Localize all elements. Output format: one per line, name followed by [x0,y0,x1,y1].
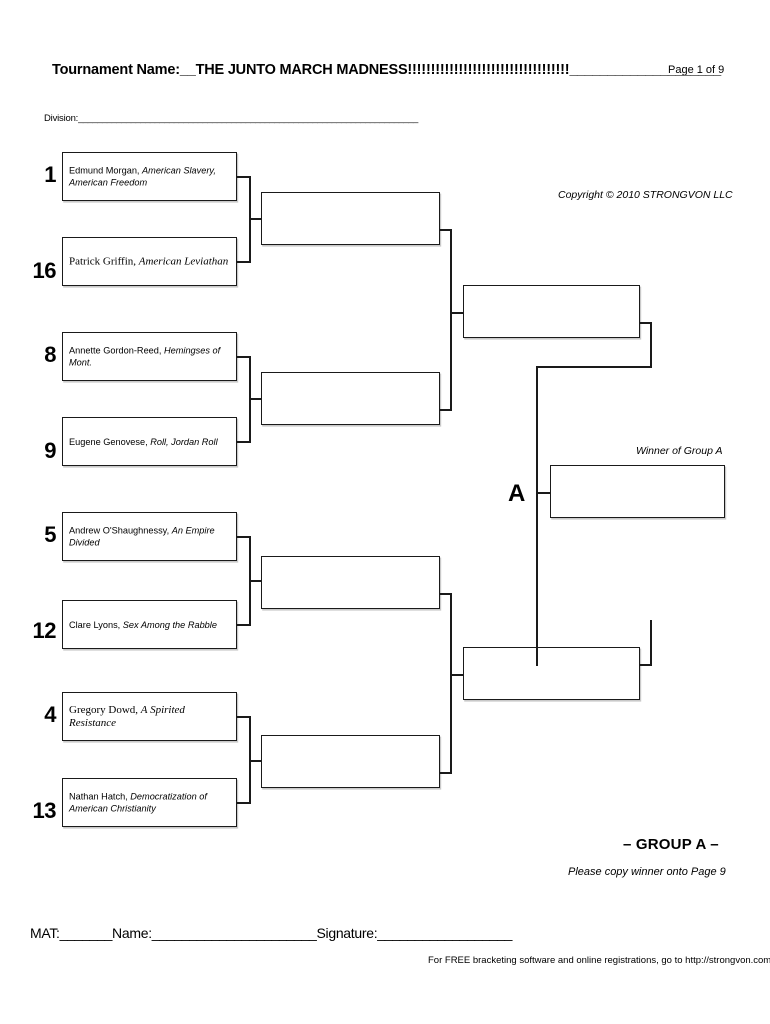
competitor-author: Patrick Griffin, [69,255,139,267]
connector-line [237,716,251,718]
competitor-entry: Edmund Morgan, American Slavery, America… [69,164,232,189]
mat-name-signature-line: MAT:_______Name:______________________Si… [30,925,513,941]
competitor-work: A Spirited Resistance [69,703,185,729]
copyright-notice: Copyright © 2010 STRONGVON LLC [558,189,733,201]
bracket-slot-round1[interactable]: Clare Lyons, Sex Among the Rabble [62,600,237,649]
seed-number: 8 [44,342,56,367]
bracket-slot-round1[interactable]: Annette Gordon-Reed, Hemingses of Mont. [62,332,237,381]
group-title: – GROUP A – [623,836,719,853]
connector-line [640,664,652,666]
competitor-entry: Patrick Griffin, American Leviathan [69,255,232,268]
tournament-name-value: __THE JUNTO MARCH MADNESS!!!!!!!!!!!!!!!… [179,62,570,78]
bracket-slot-round1[interactable]: Edmund Morgan, American Slavery, America… [62,152,237,201]
connector-line [440,229,452,231]
connector-line [249,580,263,582]
bracket-slot-round1[interactable]: Gregory Dowd, A Spirited Resistance [62,692,237,741]
seed-number: 13 [32,798,57,823]
connector-line [650,620,652,666]
connector-line [450,593,452,774]
seed-number: 16 [32,258,57,283]
competitor-entry: Eugene Genovese, Roll, Jordan Roll [69,435,232,448]
page-indicator: Page 1 of 9 [668,64,725,76]
competitor-author: Clare Lyons, [69,619,123,630]
competitor-work: Roll, Jordan Roll [150,436,218,447]
connector-line [450,312,464,314]
competitor-work: Hemingses of Mont. [69,345,221,368]
bracket-slot-round2[interactable] [261,372,440,425]
bracket-slot-round1[interactable]: Nathan Hatch, Democratization of America… [62,778,237,827]
seed-number: 4 [44,702,56,727]
seed-number: 12 [32,618,57,643]
competitor-entry: Annette Gordon-Reed, Hemingses of Mont. [69,344,232,369]
competitor-entry: Clare Lyons, Sex Among the Rabble [69,618,232,631]
competitor-author: Nathan Hatch, [69,791,131,801]
competitor-work: American Slavery, American Freedom [69,165,216,188]
competitor-author: Gregory Dowd, [69,703,141,716]
group-letter: A [508,480,526,507]
bracket-slot-round3[interactable] [463,647,640,700]
seed-number: 5 [44,522,56,547]
bracket-slot-round3[interactable] [463,285,640,338]
connector-line [450,674,464,676]
connector-line [640,322,652,324]
connector-line [440,593,452,595]
bracket-slot-round2[interactable] [261,735,440,788]
competitor-work: Democratization of American Christianity [69,791,207,814]
competitor-work: An Empire Divided [69,525,215,548]
connector-line [237,261,251,263]
connector-line [536,492,552,494]
tournament-name-blank: ____________________ [569,62,721,78]
bracket-slot-final[interactable] [550,465,725,518]
connector-line [237,536,251,538]
division-line: Division:_______________________________… [44,113,418,124]
division-rule: ________________________________________… [78,113,418,124]
bracket-slot-round1[interactable]: Andrew O'Shaughnessy, An Empire Divided [62,512,237,561]
competitor-entry: Nathan Hatch, Democratization of America… [69,790,232,815]
connector-line [440,772,452,774]
connector-line [237,356,251,358]
connector-line [237,624,251,626]
connector-line [650,322,652,368]
tournament-name-label: Tournament Name: [52,62,180,78]
competitor-work: Sex Among the Rabble [122,619,217,630]
seed-number: 9 [44,438,56,463]
connector-line [450,229,452,411]
competitor-entry: Andrew O'Shaughnessy, An Empire Divided [69,524,232,549]
connector-line [237,802,251,804]
bracket-slot-round1[interactable]: Patrick Griffin, American Leviathan [62,237,237,286]
connector-line [237,176,251,178]
connector-line [249,760,263,762]
connector-line [249,398,263,400]
group-note: Please copy winner onto Page 9 [568,866,726,878]
bracket-slot-round2[interactable] [261,556,440,609]
competitor-author: Edmund Morgan, [69,165,143,175]
competitor-author: Andrew O'Shaughnessy, [69,525,172,535]
bracket-slot-round1[interactable]: Eugene Genovese, Roll, Jordan Roll [62,417,237,466]
promo-text: For FREE bracketing software and online … [428,955,770,966]
connector-line [249,218,263,220]
competitor-entry: Gregory Dowd, A Spirited Resistance [69,704,232,730]
bracket-slot-round2[interactable] [261,192,440,245]
tournament-name-line: Tournament Name:__THE JUNTO MARCH MADNES… [52,62,721,78]
competitor-work: American Leviathan [138,255,229,267]
connector-line [536,366,652,368]
winner-of-group-label: Winner of Group A [636,445,723,457]
seed-number: 1 [44,162,56,187]
competitor-author: Annette Gordon-Reed, [69,345,164,355]
competitor-author: Eugene Genovese, [69,436,151,447]
connector-line [237,441,251,443]
connector-line [536,366,538,666]
connector-line [440,409,452,411]
division-label: Division: [44,113,79,124]
